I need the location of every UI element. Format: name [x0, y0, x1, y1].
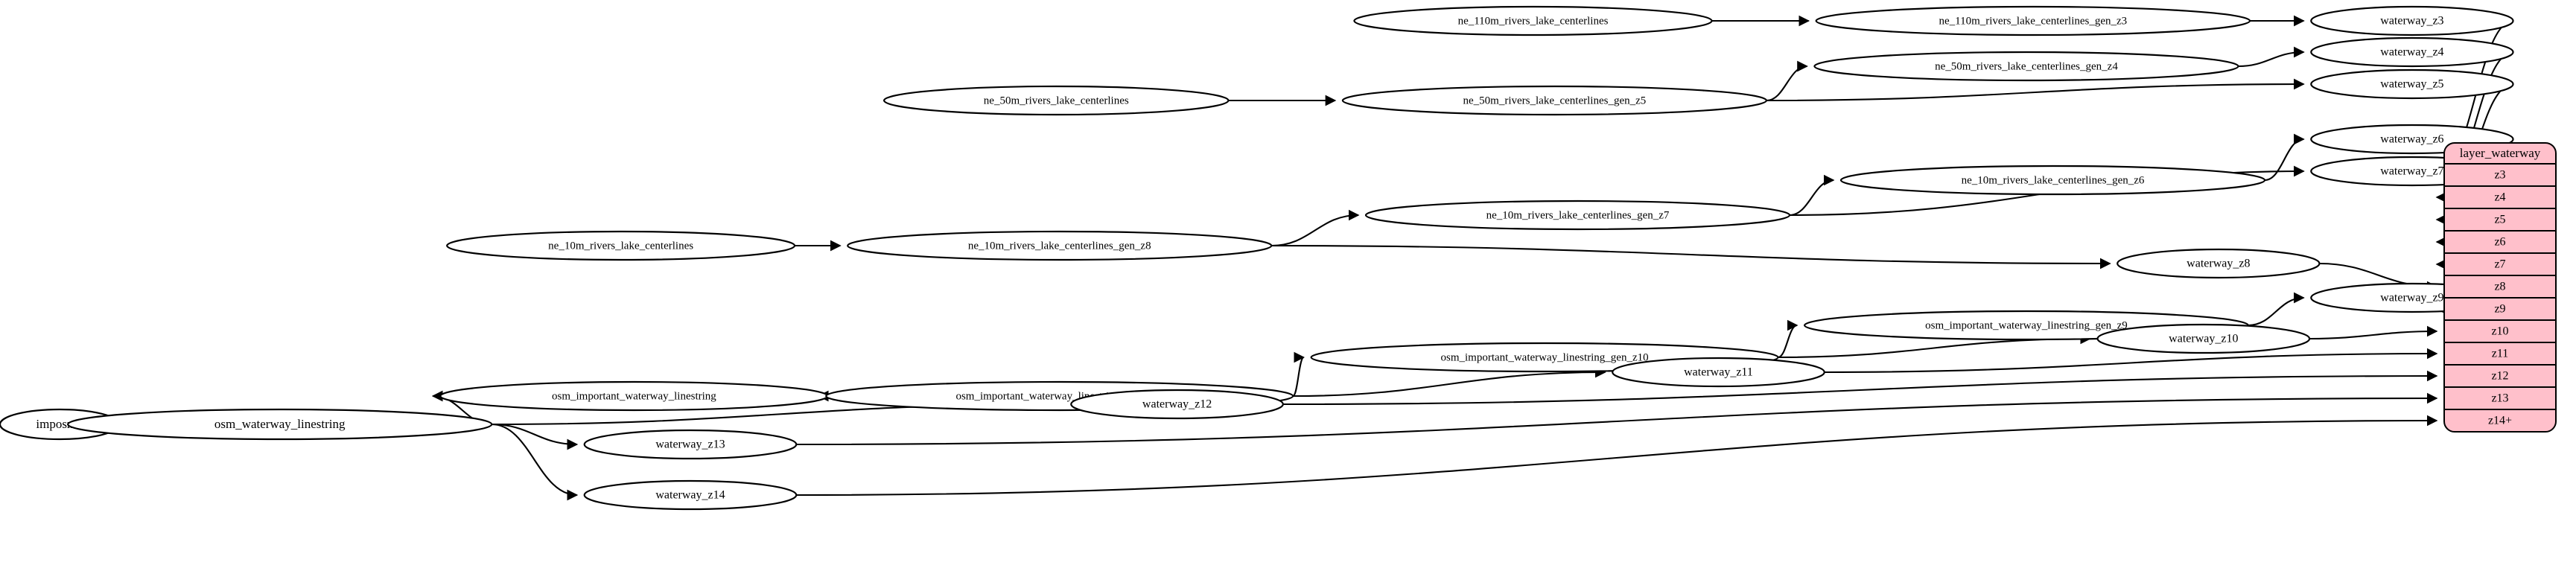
node-shape-ne_10m_z7 — [1364, 200, 1791, 231]
edge-waterway_z14-to-layer_waterway-z14+ — [796, 415, 2438, 497]
layer-table-row-z5[interactable] — [2443, 208, 2557, 232]
node-waterway_z11[interactable]: waterway_z11 — [1612, 357, 1825, 388]
layer-table-row-z4[interactable] — [2443, 185, 2557, 209]
edge-ne_10m_z6-to-waterway_z6 — [2264, 133, 2305, 182]
node-shape-waterway_z5 — [2310, 68, 2514, 100]
layer-table-row-z14+[interactable] — [2443, 409, 2557, 433]
node-shape-waterway_z11 — [1612, 357, 1825, 388]
layer-waterway-table: layer_waterwayz3z4z5z6z7z8z9z10z11z12z13… — [2443, 142, 2557, 433]
layer-table-row-z13[interactable] — [2443, 386, 2557, 410]
node-shape-osm_imp_ww_ls — [439, 380, 829, 412]
node-shape-waterway_z12 — [1070, 389, 1284, 420]
edge-ne_10m_z8-to-waterway_z8 — [1271, 244, 2111, 269]
node-osm_imp_ww_ls[interactable]: osm_important_waterway_linestring — [439, 380, 829, 412]
edge-osm_imp_ww_z10-to-waterway_z10 — [1778, 333, 2092, 359]
node-waterway_z8[interactable]: waterway_z8 — [2117, 248, 2321, 279]
node-waterway_z13[interactable]: waterway_z13 — [583, 429, 798, 460]
layer-table-row-z7[interactable] — [2443, 252, 2557, 276]
edge-layer — [59, 15, 2513, 501]
edge-waterway_z12-to-layer_waterway-z12 — [1282, 370, 2438, 406]
edge-ne_10m_z7-to-ne_10m_z6 — [1789, 174, 1835, 217]
node-ne_10m[interactable]: ne_10m_rivers_lake_centerlines — [446, 230, 796, 261]
node-shape-ne_10m_z8 — [847, 230, 1273, 261]
edge-osm_imp_ww_z10-to-osm_imp_ww_z9 — [1778, 319, 1799, 359]
edge-osm_imp_ww_z11-to-waterway_z11 — [1293, 366, 1606, 398]
edge-osm_imp_ww_z11-to-osm_imp_ww_z10 — [1292, 351, 1306, 398]
edge-ne_50m_z5-to-ne_50m_z4 — [1766, 60, 1808, 102]
node-shape-ne_110m — [1353, 5, 1713, 36]
node-ne_10m_z7[interactable]: ne_10m_rivers_lake_centerlines_gen_z7 — [1364, 200, 1791, 231]
layer-table-row-z12[interactable] — [2443, 364, 2557, 388]
layer-table-header-bg — [2443, 142, 2557, 165]
node-shape-waterway_z4 — [2310, 36, 2514, 68]
node-waterway_z4[interactable]: waterway_z4 — [2310, 36, 2514, 68]
node-ne_110m[interactable]: ne_110m_rivers_lake_centerlines — [1353, 5, 1713, 36]
node-waterway_z5[interactable]: waterway_z5 — [2310, 68, 2514, 100]
node-shape-waterway_z3 — [2310, 5, 2514, 36]
node-shape-ne_50m — [882, 85, 1230, 116]
edge-waterway_z11-to-layer_waterway-z11 — [1824, 348, 2438, 374]
edge-osm_ww_ls-to-waterway_z14 — [492, 423, 579, 501]
edge-ne_50m_z5-to-waterway_z5 — [1766, 78, 2305, 102]
node-ne_50m_z4[interactable]: ne_50m_rivers_lake_centerlines_gen_z4 — [1813, 51, 2239, 82]
node-ne_10m_z8[interactable]: ne_10m_rivers_lake_centerlines_gen_z8 — [847, 230, 1273, 261]
layer-table-row-z8[interactable] — [2443, 275, 2557, 299]
node-osm_ww_ls[interactable]: osm_waterway_linestring — [67, 408, 493, 441]
node-shape-ne_50m_z4 — [1813, 51, 2239, 82]
node-shape-waterway_z13 — [583, 429, 798, 460]
node-shape-waterway_z14 — [583, 479, 798, 511]
node-ne_10m_z6[interactable]: ne_10m_rivers_lake_centerlines_gen_z6 — [1839, 165, 2266, 196]
node-ne_50m_z5[interactable]: ne_50m_rivers_lake_centerlines_gen_z5 — [1341, 85, 1768, 116]
node-ne_50m[interactable]: ne_50m_rivers_lake_centerlines — [882, 85, 1230, 116]
node-shape-ne_110m_z3 — [1815, 5, 2251, 36]
node-waterway_z12[interactable]: waterway_z12 — [1070, 389, 1284, 420]
edge-waterway_z13-to-layer_waterway-z13 — [796, 392, 2438, 446]
node-shape-ne_10m_z6 — [1839, 165, 2266, 196]
node-waterway_z14[interactable]: waterway_z14 — [583, 479, 798, 511]
layer-table-row-z9[interactable] — [2443, 297, 2557, 321]
node-shape-osm_ww_ls — [67, 408, 493, 441]
node-shape-ne_50m_z5 — [1341, 85, 1768, 116]
edge-osm_ww_ls-to-waterway_z13 — [492, 423, 579, 450]
node-waterway_z10[interactable]: waterway_z10 — [2096, 323, 2311, 354]
layer-table-row-z10[interactable] — [2443, 319, 2557, 343]
node-shape-ne_10m — [446, 230, 796, 261]
edge-ne_10m_z8-to-ne_10m_z7 — [1271, 209, 1360, 247]
node-waterway_z3[interactable]: waterway_z3 — [2310, 5, 2514, 36]
node-shape-waterway_z8 — [2117, 248, 2321, 279]
layer-table-row-z6[interactable] — [2443, 230, 2557, 254]
node-shape-waterway_z10 — [2096, 323, 2311, 354]
layer-table-row-z11[interactable] — [2443, 342, 2557, 366]
edge-waterway_z10-to-layer_waterway-z10 — [2309, 325, 2438, 340]
layer-table-row-z3[interactable] — [2443, 163, 2557, 187]
edge-osm_imp_ww_z9-to-waterway_z9 — [2248, 292, 2305, 327]
edge-ne_50m_z4-to-waterway_z4 — [2238, 46, 2305, 68]
node-ne_110m_z3[interactable]: ne_110m_rivers_lake_centerlines_gen_z3 — [1815, 5, 2251, 36]
